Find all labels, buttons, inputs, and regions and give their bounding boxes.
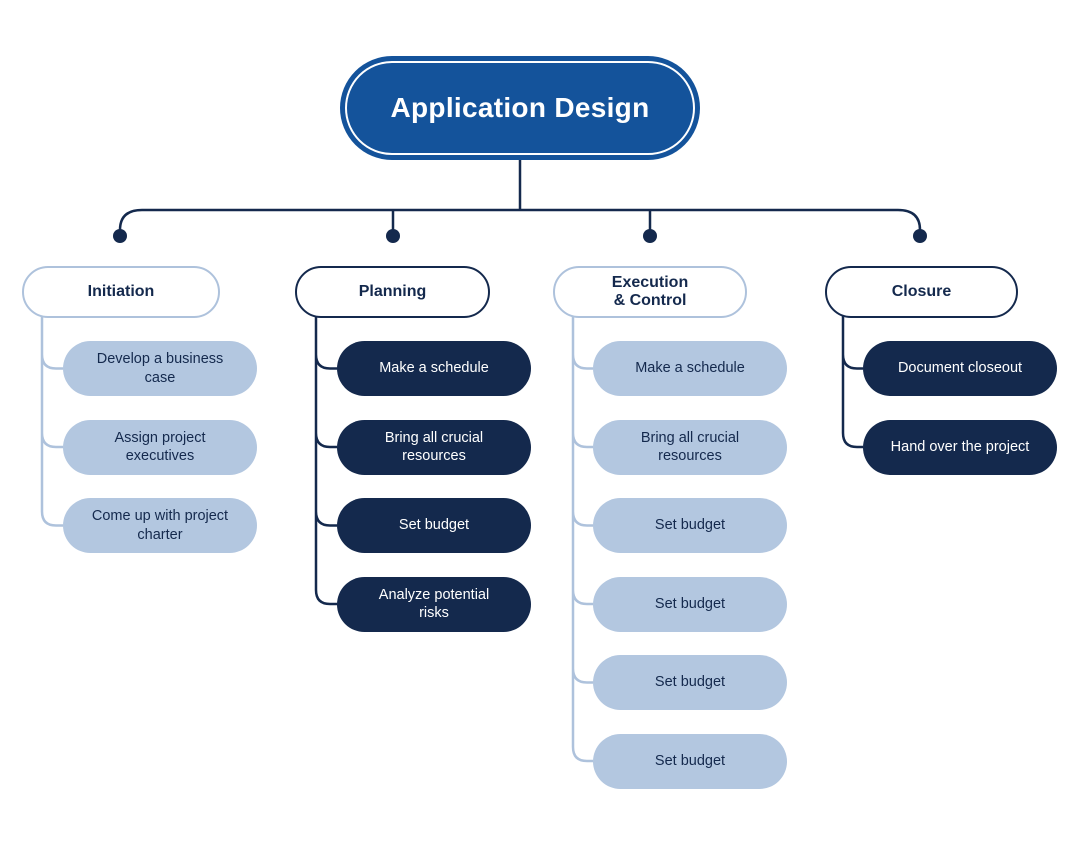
branch-header-initiation[interactable]: Initiation [22,266,220,318]
root-connector [118,158,922,231]
task-label: Develop a business case [96,351,224,386]
task-node-planning-4[interactable]: Analyze potential risks [337,576,531,632]
task-label: Analyze potential risks [378,586,490,621]
task-label: Bring all crucial resources [640,429,740,464]
task-node-execution-6[interactable]: Set budget [593,733,787,789]
task-label: Document closeout [897,360,1023,377]
task-label: Assign project executives [114,429,206,464]
task-node-execution-1[interactable]: Make a schedule [593,341,787,396]
branch-header-execution-control[interactable]: Execution & Control [553,266,747,318]
task-node-initiation-1[interactable]: Develop a business case [63,341,257,396]
task-node-planning-2[interactable]: Bring all crucial resources [337,419,531,475]
task-node-initiation-3[interactable]: Come up with project charter [63,498,257,553]
task-label: Set budget [654,595,726,612]
branch-header-label: Closure [891,282,952,300]
branch-header-planning[interactable]: Planning [295,266,490,318]
task-label: Come up with project charter [91,508,229,543]
branch-dots [113,229,927,243]
task-label: Set budget [654,674,726,691]
task-label: Set budget [654,517,726,534]
execution-branch-connector [571,310,593,763]
branch-header-label: Initiation [87,282,155,300]
task-label: Set budget [654,752,726,769]
task-node-closure-2[interactable]: Hand over the project [863,419,1057,475]
closure-branch-connector [841,310,863,449]
initiation-branch-connector [40,310,63,527]
planning-branch-connector [314,310,337,606]
task-node-planning-1[interactable]: Make a schedule [337,341,531,396]
task-label: Bring all crucial resources [384,429,484,464]
task-node-planning-3[interactable]: Set budget [337,498,531,553]
task-label: Hand over the project [890,438,1030,455]
task-node-execution-3[interactable]: Set budget [593,498,787,553]
root-node[interactable]: Application Design [340,56,700,160]
task-label: Set budget [398,517,470,534]
task-node-execution-5[interactable]: Set budget [593,655,787,710]
root-node-label: Application Design [390,92,650,123]
task-node-execution-4[interactable]: Set budget [593,576,787,632]
branch-header-label: Execution & Control [611,273,689,309]
task-node-initiation-2[interactable]: Assign project executives [63,419,257,475]
branch-header-label: Planning [358,282,427,300]
task-label: Make a schedule [379,360,489,377]
task-label: Make a schedule [635,360,745,377]
branch-header-closure[interactable]: Closure [825,266,1018,318]
task-node-closure-1[interactable]: Document closeout [863,341,1057,396]
task-node-execution-2[interactable]: Bring all crucial resources [593,419,787,475]
